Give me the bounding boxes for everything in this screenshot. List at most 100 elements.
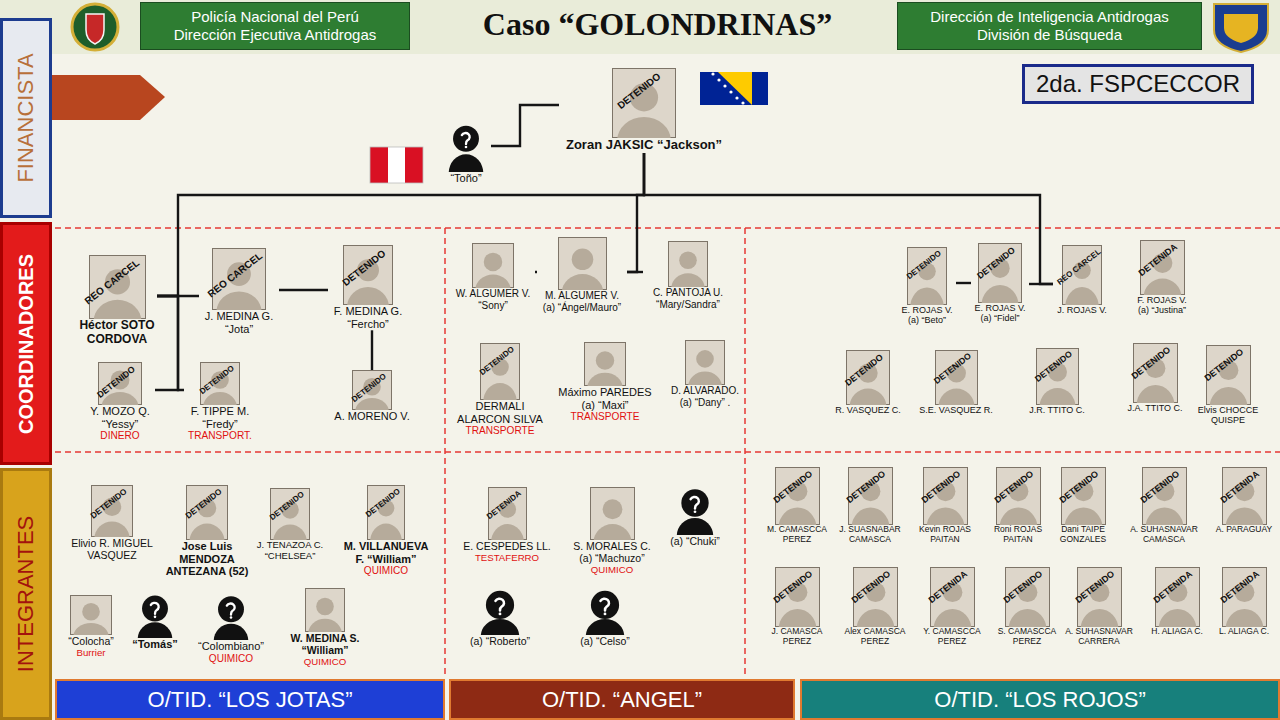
label-box: INTEGRANTES xyxy=(0,468,52,720)
question-mark-dot xyxy=(230,616,233,619)
photo-shoulders xyxy=(1143,279,1181,296)
person-card: DETENIDODani TAIPE GONZALES xyxy=(1055,467,1111,545)
person-name: F. TIPPE M. xyxy=(184,405,256,418)
unknown-silhouette xyxy=(448,120,484,172)
question-mark-glyph xyxy=(151,603,159,614)
person-card: DETENIDOS.E. VASQUEZ R. xyxy=(917,350,995,415)
connector-line xyxy=(1029,283,1053,285)
alias-label: (a) “Roberto” xyxy=(460,635,540,647)
person-name: “William” xyxy=(280,644,370,656)
alias-label: (a) “Maxi” xyxy=(557,399,653,412)
photo-shoulders xyxy=(999,508,1037,525)
photo-shoulders xyxy=(1080,609,1118,627)
photo-shoulders xyxy=(475,275,510,289)
question-mark-dot xyxy=(154,616,157,619)
person-card: D. ALVARADO.(a) “Dany” . xyxy=(667,340,743,408)
connector-line xyxy=(279,289,328,291)
question-mark-dot xyxy=(694,510,697,513)
alias-label: “Sony” xyxy=(451,300,535,312)
alias-label: (a) “Justina” xyxy=(1127,305,1197,315)
silhouette-body xyxy=(214,624,249,640)
person-name: S. MORALES C. xyxy=(564,540,660,552)
person-name: M. ALGUMER V. xyxy=(537,290,627,302)
silhouette-head xyxy=(218,596,244,622)
photo-head xyxy=(696,350,714,368)
role-tag: QUIMICO xyxy=(564,564,660,575)
person-card: DETENIDOR. VASQUEZ C. xyxy=(832,350,904,415)
silhouette-head xyxy=(591,591,619,619)
label-box: 2da. FSPCECCOR xyxy=(1022,64,1254,104)
question-mark-dot xyxy=(499,613,502,616)
person-card: “Tomás” xyxy=(127,592,183,651)
photo-shoulders xyxy=(851,508,889,525)
silhouette-head xyxy=(681,489,708,516)
person-name: F. ROJAS V. xyxy=(1127,295,1197,305)
group-label: O/TID. “ANGEL” xyxy=(542,687,702,713)
person-card: DETENIDAY. CAMASCCA PEREZ xyxy=(919,567,985,647)
photo-shoulders xyxy=(308,619,342,632)
person-card: DETENIDORoni ROJAS PAITAN xyxy=(988,467,1048,545)
photo-shoulders xyxy=(778,508,816,525)
bosnia-flag xyxy=(700,72,768,105)
person-card: DETENIDOJ. TENAZOA C. “CHELSEA” xyxy=(254,488,326,562)
silhouette-body xyxy=(481,619,519,635)
person-name: J. CAMASCA PEREZ xyxy=(764,627,830,647)
person-card: (a) “Celso” xyxy=(565,588,645,647)
person-photo xyxy=(70,595,112,635)
person-name: Máximo PAREDES xyxy=(557,386,653,399)
alias-label: (a) “Chuki” xyxy=(663,535,727,547)
question-mark-glyph xyxy=(227,604,235,615)
photo-head xyxy=(571,248,593,270)
person-card: DETENIDOZoran JAKSIC “Jackson” xyxy=(559,68,729,153)
person-name: M. CAMASCCA PEREZ xyxy=(764,525,830,545)
photo-shoulders xyxy=(688,372,722,386)
rank-label: FINANCISTA xyxy=(13,53,39,182)
connector-line xyxy=(627,153,644,272)
header-text: Policía Nacional del Perú xyxy=(191,8,359,26)
person-card: DETENIDOJ.A. TTITO C. xyxy=(1122,343,1188,413)
question-mark-glyph xyxy=(462,133,470,144)
unknown-silhouette xyxy=(213,592,249,640)
photo-shoulders xyxy=(850,389,887,406)
header-text: Dirección Ejecutiva Antidrogas xyxy=(174,26,377,44)
question-mark-glyph xyxy=(495,599,504,611)
photo-shoulders xyxy=(938,389,974,406)
person-photo xyxy=(668,241,708,287)
person-card: M. ALGUMER V.(a) “Ángel/Mauro” xyxy=(537,237,627,313)
person-photo xyxy=(584,342,626,386)
alias-label: (a) “Fidel” xyxy=(971,313,1029,323)
role-tag: TRANSPORT. xyxy=(184,430,256,442)
police-emblem xyxy=(72,4,118,50)
photo-shoulders xyxy=(856,609,894,627)
person-photo xyxy=(685,340,725,385)
unknown-silhouette xyxy=(676,485,714,535)
person-card: C. PANTOJA U.“Mary/Sandra” xyxy=(643,241,733,310)
connector-line xyxy=(491,105,559,146)
connector-line xyxy=(535,271,537,273)
alias-label: “Fredy” xyxy=(184,418,256,431)
label-box: O/TID. “ANGEL” xyxy=(449,679,795,720)
silhouette-head xyxy=(142,596,168,622)
person-name: S. CAMASCCA PEREZ xyxy=(994,627,1060,647)
person-photo xyxy=(472,243,514,288)
person-card: W. ALGUMER V.“Sony” xyxy=(451,243,535,311)
alias-label: “Mary/Sandra” xyxy=(643,299,733,311)
unknown-silhouette xyxy=(480,588,520,635)
diagram-title: Caso “GOLONDRINAS” xyxy=(420,6,895,43)
photo-shoulders xyxy=(617,117,671,138)
person-card: DETENIDOA. SUHASNAVAR CAMASCA xyxy=(1126,467,1202,545)
label-box: O/TID. “LOS JOTAS” xyxy=(55,679,445,720)
person-name: Zoran JAKSIC “Jackson” xyxy=(559,138,729,153)
silhouette-head xyxy=(453,126,479,152)
photo-head xyxy=(679,252,697,270)
alias-label: (a) “Dany” . xyxy=(667,397,743,409)
financista-arrow xyxy=(52,75,165,120)
question-mark-dot xyxy=(604,613,607,616)
person-card: DETENIDOM. VILLANUEVA F. “William”QUIMIC… xyxy=(341,485,431,577)
peru-flag xyxy=(370,147,423,183)
person-name: “Tomás” xyxy=(127,638,183,651)
question-mark-glyph xyxy=(600,599,609,611)
role-tag: TESTAFERRO xyxy=(461,552,553,563)
photo-shoulders xyxy=(910,288,944,305)
connector-line xyxy=(371,330,373,370)
